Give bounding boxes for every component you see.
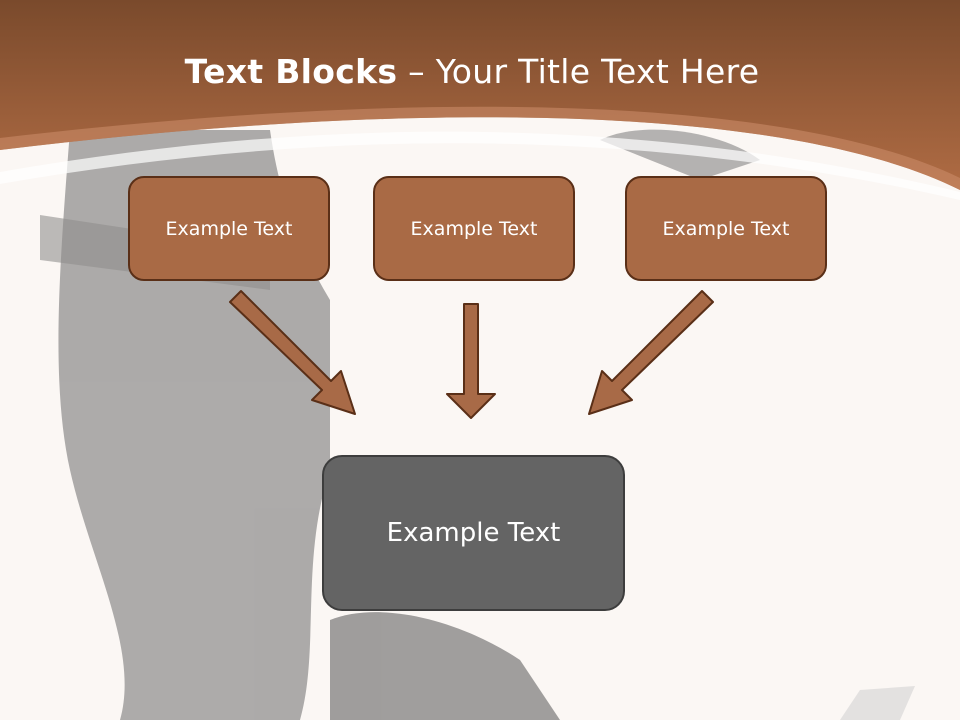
- title-rest: Your Title Text Here: [435, 52, 760, 91]
- text-block-main[interactable]: Example Text: [322, 455, 625, 611]
- text-block-center-label: Example Text: [410, 217, 538, 240]
- text-block-main-label: Example Text: [386, 518, 561, 548]
- text-block-right[interactable]: Example Text: [625, 176, 827, 281]
- text-block-left[interactable]: Example Text: [128, 176, 330, 281]
- title-dash: –: [397, 52, 436, 91]
- slide-title: Text Blocks – Your Title Text Here: [0, 52, 944, 91]
- text-block-center[interactable]: Example Text: [373, 176, 575, 281]
- text-block-right-label: Example Text: [662, 217, 790, 240]
- text-block-left-label: Example Text: [165, 217, 293, 240]
- title-bold: Text Blocks: [184, 52, 398, 91]
